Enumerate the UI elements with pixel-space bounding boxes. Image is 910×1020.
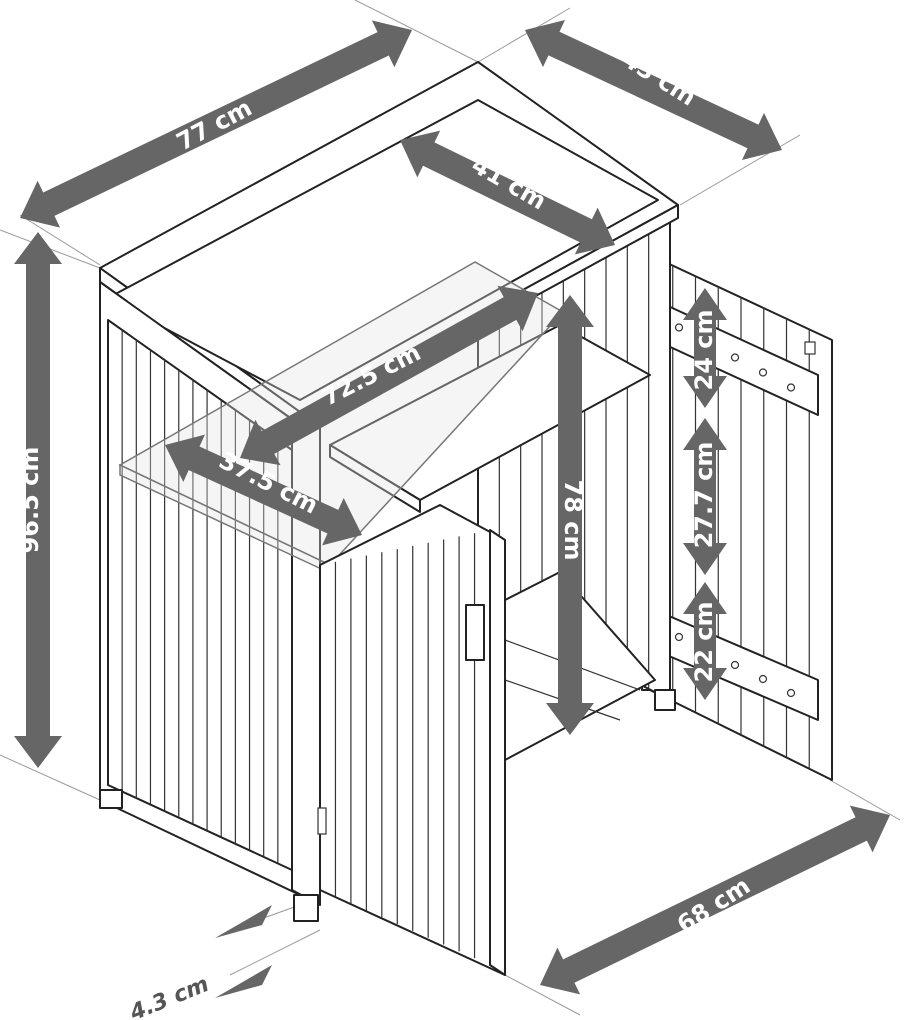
- bolt-icon: [758, 368, 768, 377]
- label-height-inner: 78 cm: [559, 480, 587, 561]
- arrow-depth-outer: [525, 19, 782, 161]
- label-door-shelf-middle: 27.7 cm: [690, 442, 718, 549]
- label-height-total: 96.5 cm: [16, 447, 44, 554]
- arrow-door-open-width: [540, 805, 890, 995]
- bolt-icon: [786, 383, 796, 392]
- arrow-depth-inner: [400, 130, 615, 255]
- arrow-foot-bottom: [215, 965, 272, 998]
- arrow-foot-top: [215, 905, 272, 938]
- door-handle-icon: [465, 604, 485, 661]
- bolt-icon: [674, 323, 684, 332]
- label-door-shelf-bottom: 22 cm: [690, 602, 718, 683]
- bolt-icon: [786, 688, 796, 698]
- arrow-door-shelf-middle: [683, 418, 727, 575]
- cabinet-feet: [99, 689, 676, 922]
- label-door-shelf-top: 24 cm: [690, 310, 718, 391]
- arrow-door-shelf-top: [683, 288, 727, 408]
- arrow-door-shelf-bottom: [683, 582, 727, 700]
- bolt-icon: [674, 632, 684, 642]
- arrow-width-outer: [20, 20, 412, 228]
- label-foot-height: 4.3 cm: [126, 972, 213, 1020]
- latch-icon: [804, 341, 816, 355]
- arrow-height-total: [14, 232, 62, 768]
- arrow-shelf-width: [240, 285, 538, 466]
- bolt-icon: [730, 353, 740, 362]
- left-door: [317, 504, 506, 976]
- arrow-height-inner: [546, 295, 594, 735]
- arrow-shelf-depth: [165, 434, 362, 546]
- bolt-icon: [758, 674, 768, 684]
- bolt-icon: [730, 660, 740, 670]
- label-width-outer: 77 cm: [172, 94, 257, 157]
- hinge-icon: [317, 807, 327, 835]
- dimension-arrows: [14, 19, 890, 998]
